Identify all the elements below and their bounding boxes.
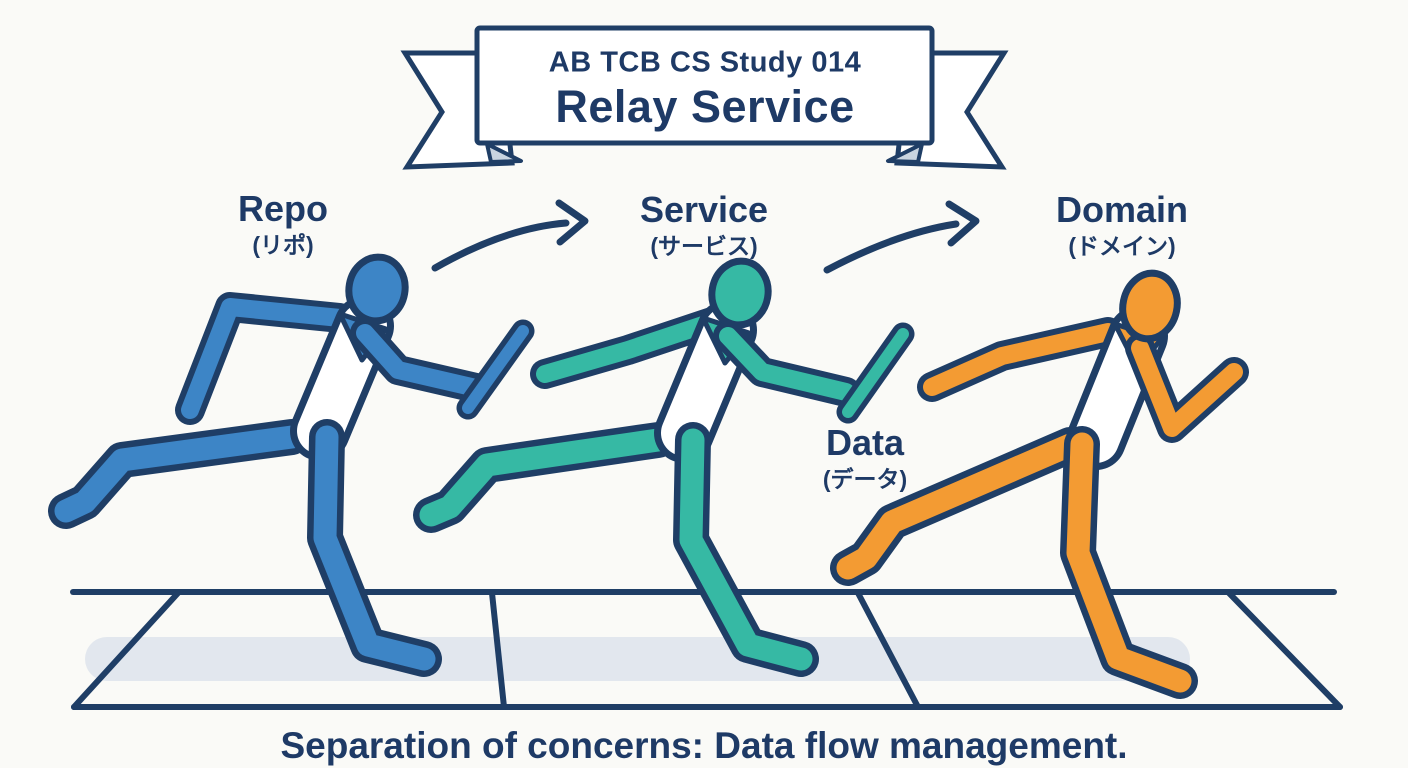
baton-label-data-ja: (データ) bbox=[822, 466, 908, 492]
baton-label-data: Data (データ) bbox=[823, 425, 907, 491]
runner-domain bbox=[830, 269, 1249, 699]
track bbox=[70, 589, 1343, 710]
track-shadow-band bbox=[85, 637, 1190, 681]
ribbon-fold-right bbox=[886, 142, 924, 164]
domain-head bbox=[1119, 269, 1181, 343]
stage-label-service: Service (サービス) bbox=[640, 192, 768, 258]
service-head bbox=[708, 257, 772, 329]
stage-label-repo: Repo (リポ) bbox=[238, 191, 328, 257]
stage-label-repo-ja: (リポ) bbox=[252, 232, 314, 258]
runner-service bbox=[413, 257, 861, 677]
arrow-service-to-domain-icon bbox=[823, 200, 980, 274]
lane-line-4 bbox=[1225, 589, 1343, 710]
lane-line-1 bbox=[71, 590, 181, 710]
caption: Separation of concerns: Data flow manage… bbox=[280, 725, 1128, 766]
baton-data bbox=[836, 322, 915, 424]
lane-line-2 bbox=[489, 590, 507, 710]
arrow-repo-to-service-icon bbox=[431, 199, 589, 272]
baton-repo-to-service bbox=[456, 319, 535, 420]
lane-line-3 bbox=[855, 590, 921, 710]
stage-label-domain-en: Domain bbox=[1055, 189, 1189, 230]
ribbon-panel bbox=[474, 25, 935, 146]
repo-head bbox=[345, 253, 409, 325]
baton-label-data-en: Data bbox=[825, 422, 905, 463]
stage-label-service-en: Service bbox=[639, 189, 769, 230]
stage-label-service-ja: (サービス) bbox=[650, 233, 758, 259]
ribbon-fold-left bbox=[485, 142, 523, 164]
runner-repo bbox=[48, 253, 491, 677]
stage-label-domain-ja: (ドメイン) bbox=[1068, 233, 1176, 259]
banner-ribbon bbox=[400, 25, 1009, 170]
stage-label-repo-en: Repo bbox=[238, 188, 328, 229]
stage-label-domain: Domain (ドメイン) bbox=[1056, 192, 1188, 258]
banner-title: Relay Service bbox=[555, 81, 855, 132]
banner-subtitle: AB TCB CS Study 014 bbox=[548, 46, 862, 79]
